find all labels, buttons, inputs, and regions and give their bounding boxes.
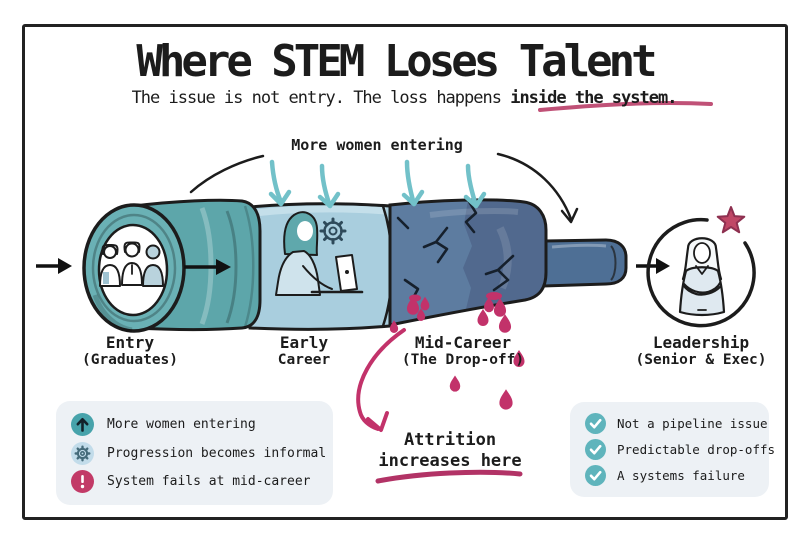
check-icon	[585, 439, 606, 460]
flow-arrows	[36, 258, 670, 275]
stage-label-leadership: Leadership (Senior & Exec)	[635, 333, 767, 369]
falling-drops	[389, 308, 525, 410]
right-summary-panel: Not a pipeline issue Predictable drop-of…	[570, 402, 775, 497]
list-item: More women entering	[71, 412, 323, 436]
stage-label-entry: Entry (Graduates)	[81, 333, 179, 369]
more-women-entering-label: More women entering	[291, 136, 463, 154]
list-item-label: System fails at mid-career	[107, 474, 311, 490]
inflow-arrows	[268, 159, 487, 209]
up-arrow-icon	[71, 412, 94, 436]
subtitle-text: The issue is not entry. The loss happens	[131, 88, 511, 108]
midcareer-pipe	[388, 198, 548, 327]
left-summary-panel: More women entering Progression becomes …	[56, 401, 333, 505]
gear-icon	[71, 441, 94, 465]
attrition-annotation: Attrition increases here	[378, 430, 522, 472]
list-item: Progression becomes informal	[71, 441, 327, 465]
subtitle-underline	[538, 100, 713, 112]
page-title: Where STEM Loses Talent	[136, 36, 657, 87]
list-item-label: A systems failure	[617, 468, 745, 483]
gear-glyph-icon	[319, 217, 347, 245]
graduates-group-icon	[99, 241, 164, 287]
attrition-arrow	[356, 328, 406, 432]
list-item: Predictable drop-offs	[585, 439, 775, 460]
subtitle: The issue is not entry. The loss happens…	[0, 88, 808, 108]
star-icon	[716, 206, 746, 234]
list-item: Not a pipeline issue	[585, 413, 768, 434]
list-item-label: More women entering	[107, 416, 256, 432]
list-item-label: Predictable drop-offs	[617, 442, 776, 457]
early-career-pipe	[248, 202, 394, 331]
stage-label-mid-career: Mid-Career (The Drop-off)	[401, 333, 525, 369]
woman-laptop-icon	[275, 211, 364, 296]
list-item-label: Not a pipeline issue	[617, 416, 768, 431]
leak-drips	[406, 292, 507, 317]
leader-woman-icon	[678, 237, 726, 317]
subtitle-emphasis: inside the system.	[510, 88, 677, 108]
check-icon	[585, 413, 606, 434]
leadership-circle	[646, 206, 756, 328]
list-item: A systems failure	[585, 465, 759, 486]
cracks	[396, 198, 515, 302]
check-icon	[585, 465, 606, 486]
attrition-underline	[375, 469, 523, 484]
alert-icon	[71, 470, 94, 494]
list-item: System fails at mid-career	[71, 470, 323, 494]
pipe-nozzle	[542, 238, 628, 288]
list-item-label: Progression becomes informal	[107, 445, 327, 461]
stage-label-early-career: Early Career	[277, 333, 331, 369]
border-frame	[22, 24, 788, 520]
swoosh-connectors	[189, 152, 579, 224]
